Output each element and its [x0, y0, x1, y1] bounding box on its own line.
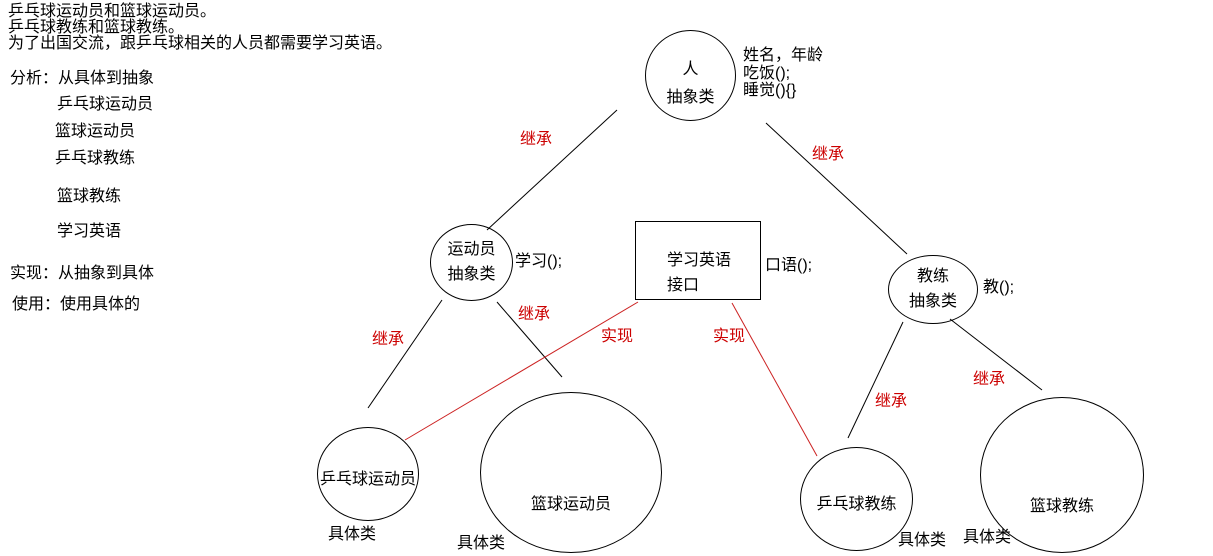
concrete-class-tag: 具体类	[457, 535, 506, 552]
node-pingpong-coach-class: 乒乓球教练	[800, 447, 913, 551]
member-line: 睡觉(){}	[743, 82, 797, 99]
note-requirement-1: 乒乓球运动员和篮球运动员。	[8, 3, 217, 20]
node-basketball-player-class: 篮球运动员	[480, 392, 662, 553]
node-subtitle: 抽象类	[666, 88, 715, 106]
realize-label: 实现	[601, 328, 634, 345]
node-subtitle: 抽象类	[447, 266, 496, 283]
concrete-class-tag: 具体类	[963, 529, 1012, 546]
node-learn-english-interface: 学习英语 接口	[635, 221, 761, 300]
person-members: 姓名，年龄 吃饭(); 睡觉(){}	[743, 47, 823, 100]
concrete-class-tag: 具体类	[328, 526, 377, 543]
node-title: 运动员	[447, 241, 496, 258]
node-person-abstract-class: 人 抽象类	[645, 30, 736, 121]
edge-athlete-bbplayer-inherit	[496, 301, 563, 378]
analysis-header: 分析：从具体到抽象	[10, 70, 155, 87]
node-title: 乒乓球教练	[816, 496, 897, 513]
analysis-item: 乒乓球教练	[55, 150, 136, 167]
inherit-label: 继承	[520, 131, 553, 148]
node-title: 学习英语	[667, 252, 732, 269]
analysis-item: 篮球运动员	[55, 123, 136, 140]
node-title: 篮球教练	[1029, 498, 1094, 515]
node-coach-abstract-class: 教练 抽象类	[888, 255, 978, 324]
inherit-label: 继承	[973, 371, 1006, 388]
edge-athlete-ppplayer-inherit	[367, 299, 443, 409]
note-requirement-3: 为了出国交流，跟乒乓球相关的人员都需要学习英语。	[8, 35, 393, 52]
member-line: 吃饭();	[743, 64, 791, 82]
node-title: 乒乓球运动员	[319, 471, 416, 488]
node-subtitle: 抽象类	[908, 293, 957, 310]
inherit-label: 继承	[875, 393, 908, 410]
analysis-item: 篮球教练	[57, 188, 122, 205]
athlete-member: 学习();	[515, 253, 563, 270]
node-pingpong-player-class: 乒乓球运动员	[317, 427, 419, 521]
analysis-item: 学习英语	[57, 223, 122, 240]
coach-member: 教();	[983, 279, 1015, 296]
node-subtitle: 接口	[667, 277, 700, 294]
edge-interface-ppcoach-realize	[731, 302, 818, 457]
node-title: 教练	[916, 268, 949, 285]
edge-coach-bbcoach-inherit	[949, 318, 1043, 391]
note-requirement-2: 乒乓球教练和篮球教练。	[8, 19, 185, 36]
node-basketball-coach-class: 篮球教练	[980, 397, 1144, 553]
inherit-label: 继承	[518, 306, 551, 323]
realize-label: 实现	[713, 328, 746, 345]
concrete-class-tag: 具体类	[898, 532, 947, 549]
node-title: 篮球运动员	[530, 496, 611, 513]
node-athlete-abstract-class: 运动员 抽象类	[430, 224, 513, 301]
edge-person-athlete-inherit	[486, 109, 618, 231]
inherit-label: 继承	[812, 146, 845, 163]
edge-interface-ppplayer-realize	[404, 301, 639, 441]
usage-note: 使用：使用具体的	[12, 296, 141, 313]
interface-member: 口语();	[765, 257, 813, 274]
implementation-note: 实现：从抽象到具体	[10, 265, 155, 282]
analysis-item: 乒乓球运动员	[57, 96, 154, 113]
node-title: 人	[682, 60, 699, 78]
edge-person-coach-inherit	[765, 122, 908, 255]
inherit-label: 继承	[372, 331, 405, 348]
member-line: 姓名，年龄	[743, 47, 824, 64]
edge-coach-ppcoach-inherit	[847, 321, 904, 439]
